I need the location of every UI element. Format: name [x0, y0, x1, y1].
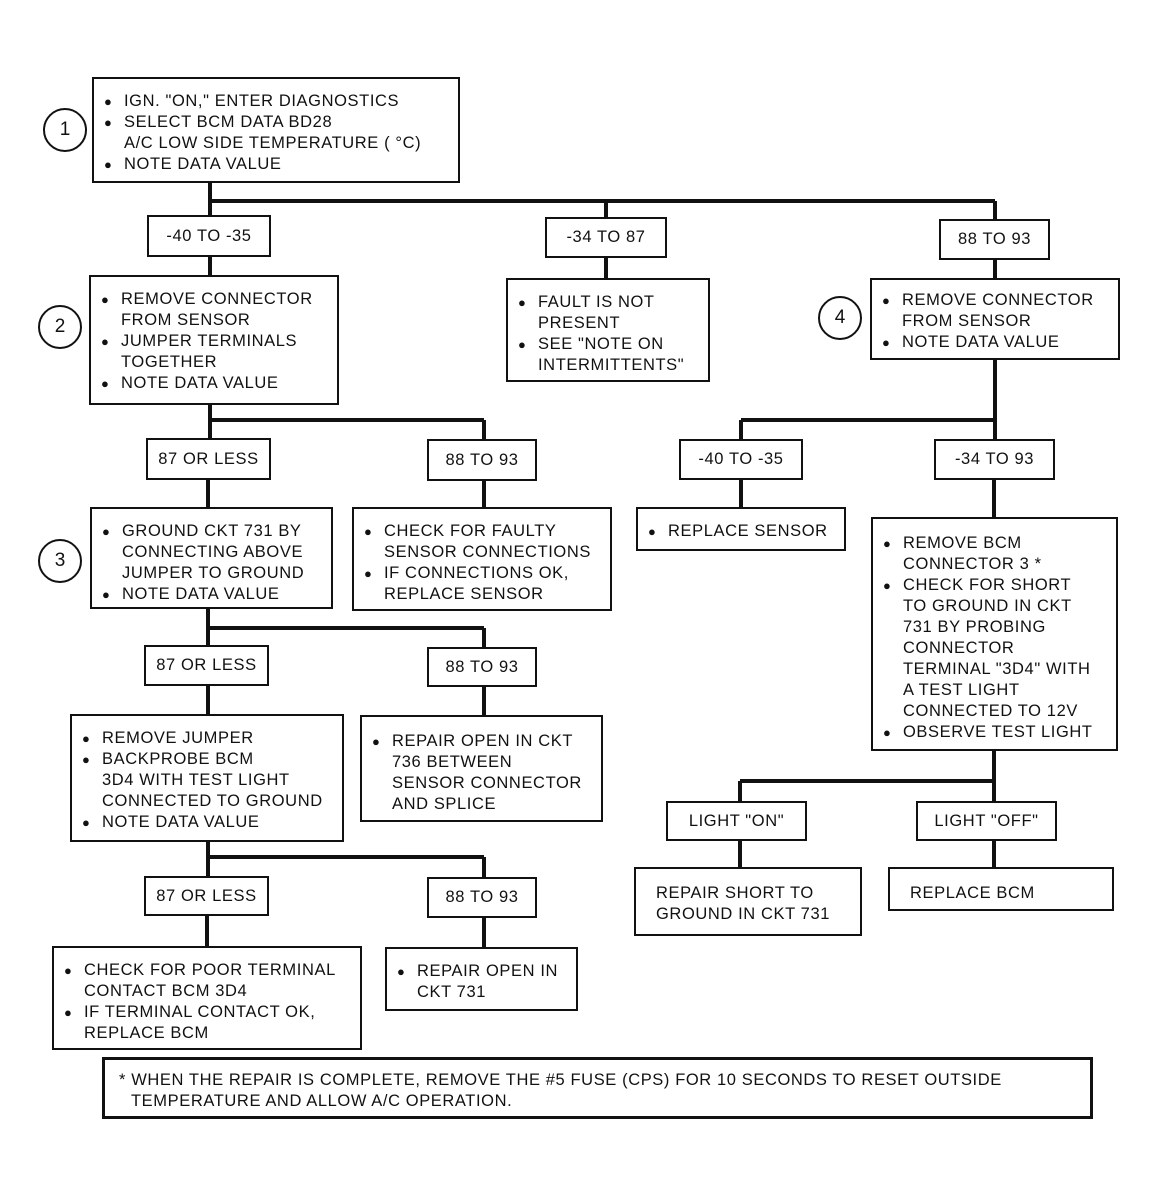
- footnote-box: * WHEN THE REPAIR IS COMPLETE, REMOVE TH…: [102, 1057, 1093, 1119]
- box-text-line: SENSOR CONNECTIONS: [384, 543, 591, 561]
- box-text-line: IGN. "ON," ENTER DIAGNOSTICS: [102, 91, 450, 112]
- branch-label: 88 TO 93: [427, 647, 537, 687]
- box-text-line: JUMPER TO GROUND: [122, 564, 305, 582]
- box-text-line: NOTE DATA VALUE: [99, 373, 329, 394]
- box-text-line: GROUND IN CKT 731: [656, 905, 831, 923]
- box-text-line: FAULT IS NOT: [516, 292, 700, 313]
- box-text-line: CONTACT BCM 3D4: [84, 982, 248, 1000]
- box-text-line: 3D4 WITH TEST LIGHT: [102, 771, 290, 789]
- box-text-line: REPLACE BCM: [910, 884, 1035, 902]
- box-text-line: NOTE DATA VALUE: [880, 332, 1110, 353]
- box-text-line: REMOVE BCM: [881, 533, 1108, 554]
- branch-label: -40 TO -35: [679, 439, 803, 480]
- box-text-line: CKT 731: [417, 983, 487, 1001]
- box-text-line: REPLACE SENSOR: [384, 585, 544, 603]
- box-text-line: PRESENT: [538, 314, 621, 332]
- branch-label: -34 TO 87: [545, 217, 667, 258]
- box-text-line: SELECT BCM DATA BD28: [102, 112, 450, 133]
- branch-label: LIGHT "ON": [666, 801, 807, 841]
- box-text-line: TERMINAL "3D4" WITH: [903, 660, 1091, 678]
- box-text-line: CONNECTING ABOVE: [122, 543, 304, 561]
- branch-label: 88 TO 93: [939, 219, 1050, 260]
- box-text-line: REPAIR SHORT TO: [656, 884, 814, 902]
- box-text-line: BACKPROBE BCM: [80, 749, 334, 770]
- footnote-line: TEMPERATURE AND ALLOW A/C OPERATION.: [131, 1092, 513, 1110]
- repair-short-box: REPAIR SHORT TO GROUND IN CKT 731: [634, 867, 862, 936]
- box-text-line: CHECK FOR SHORT: [881, 575, 1108, 596]
- branch-label: -40 TO -35: [147, 215, 271, 257]
- box-text-line: REPAIR OPEN IN CKT: [370, 731, 593, 752]
- step-1-marker: 1: [43, 108, 87, 152]
- box-text-line: REMOVE CONNECTOR: [880, 290, 1110, 311]
- box-text-line: INTERMITTENTS": [538, 356, 685, 374]
- step-4-marker: 4: [818, 296, 862, 340]
- box-text-line: CONNECTED TO 12V: [903, 702, 1078, 720]
- box-text-line: REMOVE JUMPER: [80, 728, 334, 749]
- footnote-line: * WHEN THE REPAIR IS COMPLETE, REMOVE TH…: [119, 1071, 1002, 1089]
- box-text-line: IF CONNECTIONS OK,: [362, 563, 602, 584]
- box-text-line: IF TERMINAL CONTACT OK,: [62, 1002, 352, 1023]
- replace-bcm-box: REPLACE BCM: [888, 867, 1114, 911]
- branch-label: 87 OR LESS: [146, 438, 271, 480]
- box-text-line: GROUND CKT 731 BY: [100, 521, 323, 542]
- box-text-line: NOTE DATA VALUE: [80, 812, 334, 833]
- box-text-line: OBSERVE TEST LIGHT: [881, 722, 1108, 743]
- step1-box: IGN. "ON," ENTER DIAGNOSTICSSELECT BCM D…: [92, 77, 460, 183]
- box-text-line: CONNECTOR 3 *: [903, 555, 1042, 573]
- box-text-line: SEE "NOTE ON: [516, 334, 700, 355]
- branch-label: 88 TO 93: [427, 877, 537, 918]
- box-text-line: REPAIR OPEN IN: [395, 961, 568, 982]
- box-text-line: NOTE DATA VALUE: [102, 154, 450, 175]
- box-text-line: JUMPER TERMINALS: [99, 331, 329, 352]
- box-text-line: CONNECTED TO GROUND: [102, 792, 323, 810]
- box-text-line: REPLACE BCM: [84, 1024, 209, 1042]
- box-text-line: NOTE DATA VALUE: [100, 584, 323, 605]
- box-text-line: REPLACE SENSOR: [646, 521, 836, 542]
- branch-label: -34 TO 93: [934, 439, 1055, 480]
- box-text-line: FROM SENSOR: [121, 311, 251, 329]
- box-text-line: FROM SENSOR: [902, 312, 1032, 330]
- box-text-line: A/C LOW SIDE TEMPERATURE ( °C): [124, 134, 422, 152]
- branch-label: LIGHT "OFF": [916, 801, 1057, 841]
- box-text-line: CHECK FOR FAULTY: [362, 521, 602, 542]
- box-text-line: CONNECTOR: [903, 639, 1015, 657]
- box-text-line: TOGETHER: [121, 353, 218, 371]
- box-text-line: TO GROUND IN CKT: [903, 597, 1072, 615]
- box-text-line: A TEST LIGHT: [903, 681, 1020, 699]
- box-text-line: CHECK FOR POOR TERMINAL: [62, 960, 352, 981]
- box-text-line: 731 BY PROBING: [903, 618, 1046, 636]
- branch-label: 87 OR LESS: [144, 876, 269, 916]
- replace-sensor-box: REPLACE SENSOR: [636, 507, 846, 551]
- branch-label: 87 OR LESS: [144, 645, 269, 686]
- box-text-line: 736 BETWEEN: [392, 753, 513, 771]
- step-2-marker: 2: [38, 305, 82, 349]
- step-3-marker: 3: [38, 539, 82, 583]
- box-text-line: REMOVE CONNECTOR: [99, 289, 329, 310]
- box-text-line: SENSOR CONNECTOR: [392, 774, 582, 792]
- branch-label: 88 TO 93: [427, 439, 537, 481]
- box-text-line: AND SPLICE: [392, 795, 497, 813]
